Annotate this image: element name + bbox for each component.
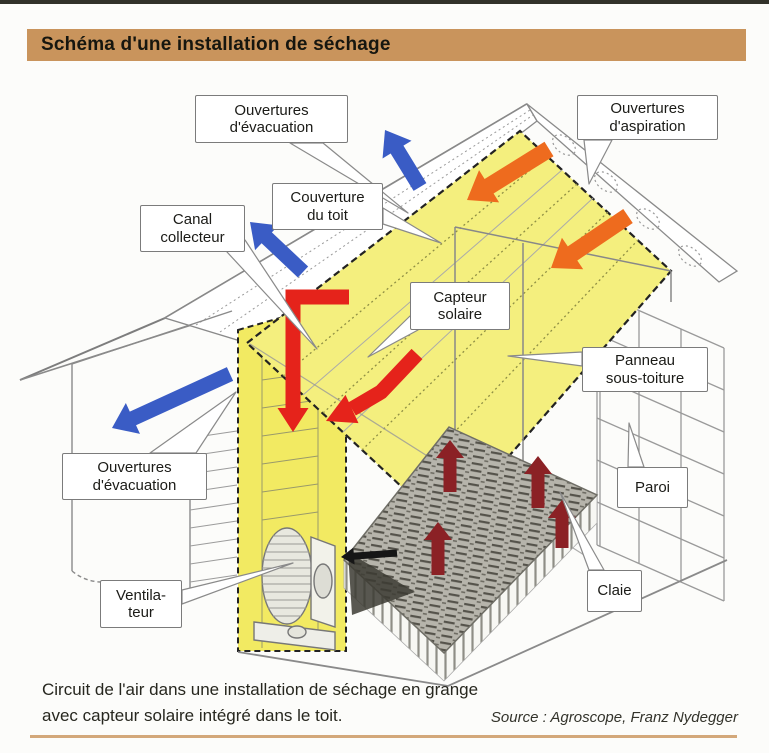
- airflow-arrows: [112, 130, 633, 575]
- dark-red-up-arrow: [424, 522, 452, 575]
- label-text: d'évacuation: [229, 119, 314, 136]
- dark-red-up-arrow: [524, 456, 552, 508]
- dark-red-up-arrow: [436, 440, 464, 492]
- right-eave-band: [526, 103, 739, 283]
- near-gable-wall: [71, 310, 233, 571]
- claie-shadow: [348, 552, 415, 615]
- orange-intake-arrow: [551, 208, 633, 270]
- source-credit: Source : Agroscope, Franz Nydegger: [490, 709, 738, 726]
- paroi-wall: [596, 291, 725, 602]
- red-arrow-head: [326, 394, 359, 424]
- caption-line-2: avec capteur solaire intégré dans le toi…: [42, 706, 343, 725]
- label-text: Panneau: [614, 352, 676, 370]
- label-text: Couverture: [290, 189, 365, 207]
- label-text: sous-toiture: [605, 369, 685, 387]
- blue-exhaust-arrow: [250, 222, 309, 278]
- leader-ventilateur: [181, 562, 294, 605]
- caption-line-1: Circuit de l'air dans une installation d…: [42, 680, 479, 699]
- label-text: Ouvertures: [97, 459, 172, 477]
- label-text: Paroi: [634, 478, 671, 496]
- label-ventilateur: Ventila-teur: [100, 580, 182, 628]
- label-text: d'aspiration: [609, 117, 686, 135]
- label-text: Canal: [172, 211, 213, 229]
- fan: [253, 527, 336, 651]
- label-claie: Claie: [587, 570, 642, 612]
- orange-intake-arrow: [467, 141, 554, 203]
- leader-paroi: [627, 422, 645, 468]
- label-paroi: Paroi: [617, 467, 688, 508]
- fan-outlet: [313, 563, 333, 599]
- label-text: d'évacuation: [92, 476, 177, 494]
- label-text: Claie: [597, 582, 632, 600]
- label-text: solaire: [437, 306, 483, 323]
- header-bar: Schéma d'une installation de séchage: [27, 29, 746, 61]
- blue-exhaust-arrow: [112, 367, 234, 434]
- red-arrow-head: [277, 408, 309, 432]
- blue-exhaust-arrow: [382, 130, 427, 191]
- label-text: Capteur: [433, 288, 487, 306]
- aspiration-openings: [552, 134, 702, 267]
- page-title: Schéma d'une installation de séchage: [41, 34, 391, 55]
- bottom-rule: [30, 735, 737, 738]
- leader-ouvertures-aspiration: [583, 139, 613, 185]
- label-text: Ouvertures: [610, 100, 685, 118]
- label-text: Ouvertures: [234, 101, 309, 119]
- label-text: collecteur: [160, 228, 225, 246]
- roof-posts: [454, 226, 672, 466]
- red-hot-air-arrow: [285, 289, 349, 408]
- label-text: teur: [128, 604, 154, 621]
- top-border-strip: [0, 0, 769, 4]
- leader-couverture-toit: [382, 207, 442, 244]
- red-hot-air-arrow: [348, 348, 423, 416]
- label-text: du toit: [307, 206, 348, 224]
- black-fan-arrow: [341, 547, 398, 565]
- label-text: Ventila-: [115, 586, 167, 604]
